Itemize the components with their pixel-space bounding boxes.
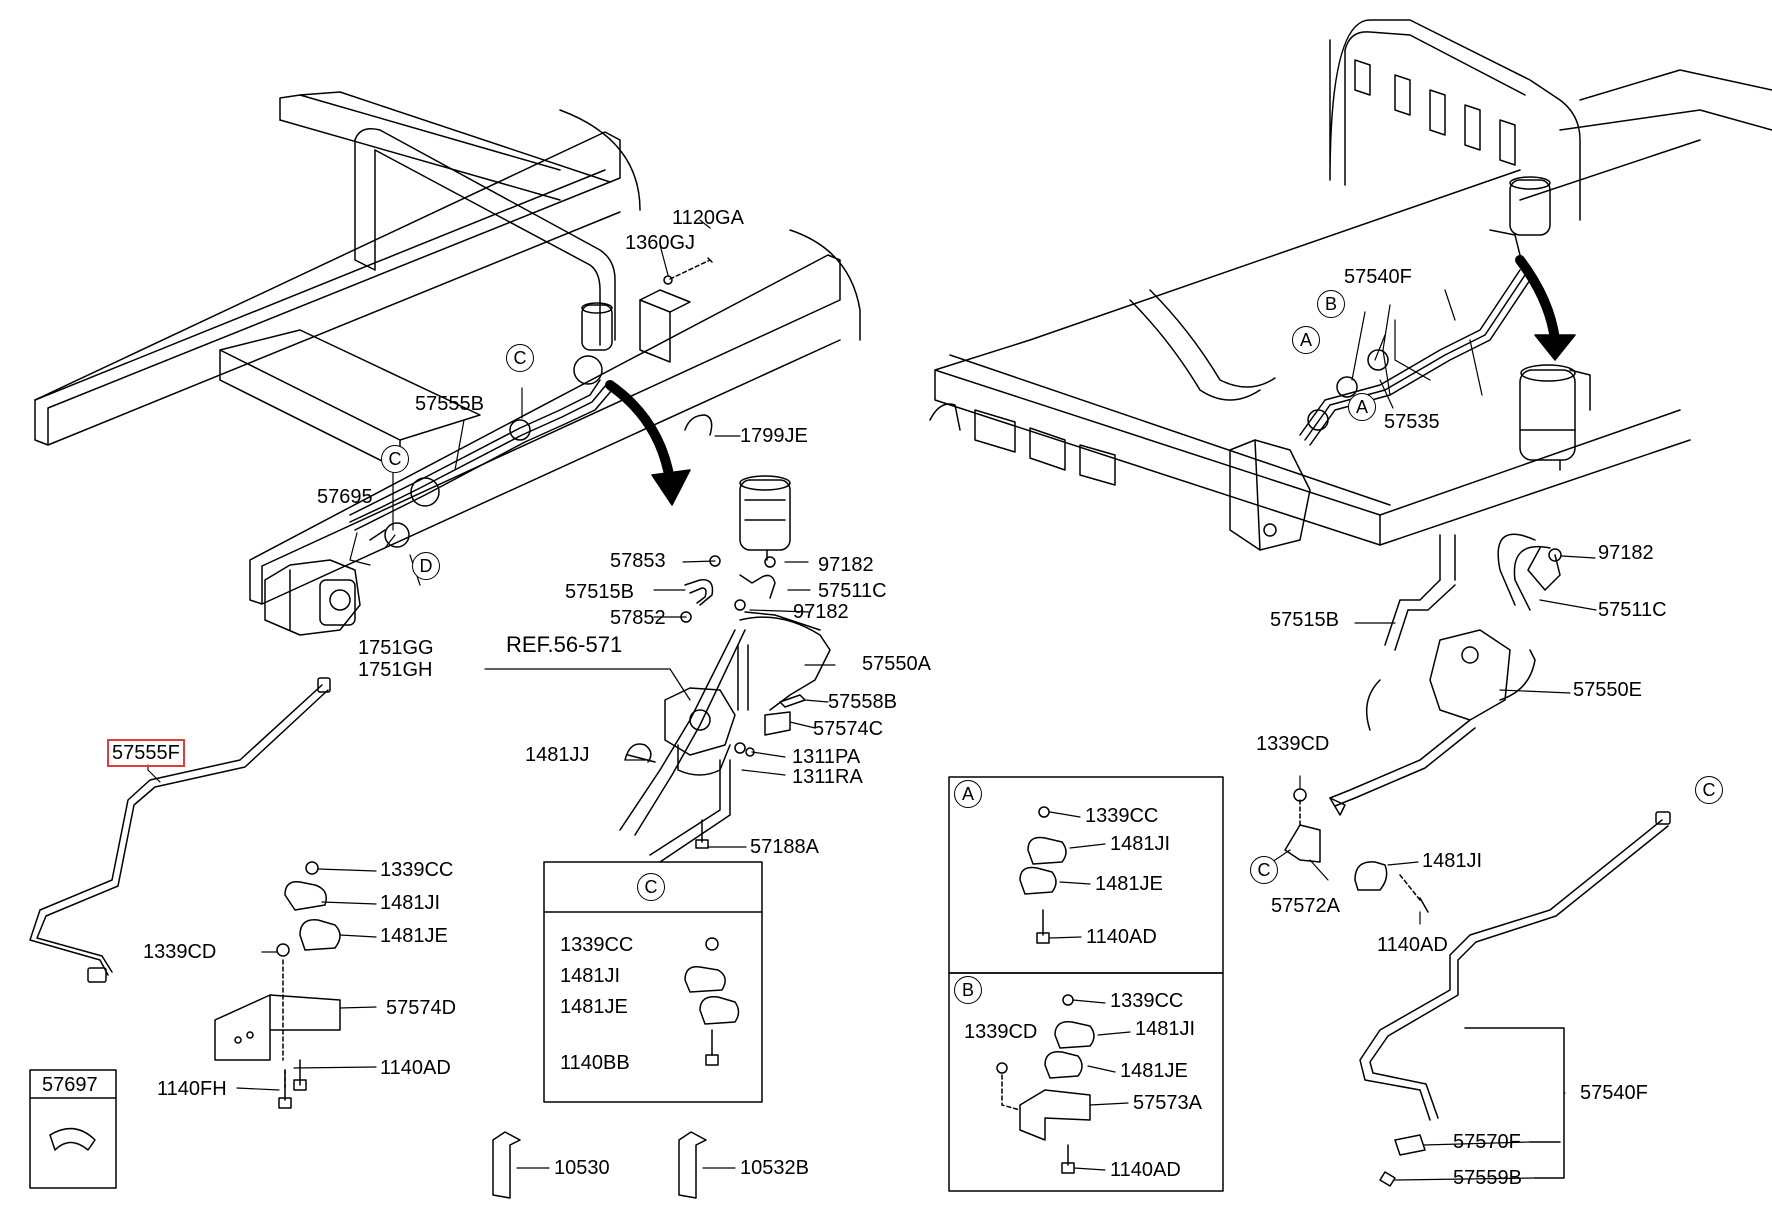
detail-b-label-1481je[interactable]: 1481JE (1120, 1060, 1188, 1082)
part-label-57555f-highlighted[interactable]: 57555F (107, 739, 185, 767)
right-fuel-lines (1299, 269, 1531, 446)
detail-a-label-1481je[interactable]: 1481JE (1095, 873, 1163, 895)
part-box-57697 (29, 1069, 117, 1189)
right-chassis-frame (929, 19, 1772, 546)
left-valve-block (264, 529, 386, 636)
detail-b-label-1140ad[interactable]: 1140AD (1110, 1159, 1181, 1181)
part-label-57558b[interactable]: 57558B (828, 691, 897, 713)
callout-c-right-bracket[interactable]: C (1250, 856, 1278, 884)
part-label-57555b[interactable]: 57555B (415, 393, 484, 415)
bolt-1120ga (663, 257, 713, 285)
part-label-57570f[interactable]: 57570F (1453, 1131, 1521, 1153)
part-label-57852[interactable]: 57852 (610, 607, 666, 629)
detail-box-c (543, 861, 763, 1103)
left-detail-arrow (605, 380, 691, 506)
detail-b-label-1481ji[interactable]: 1481JI (1135, 1018, 1196, 1040)
callout-b-detail-box[interactable]: B (954, 976, 982, 1004)
part-label-57515b-mid[interactable]: 57515B (565, 581, 634, 603)
part-label-57535[interactable]: 57535 (1384, 411, 1440, 433)
part-label-57540f-top[interactable]: 57540F (1344, 266, 1412, 288)
callout-b-right[interactable]: B (1317, 290, 1345, 318)
detail-c-label-1481ji[interactable]: 1481JI (560, 965, 621, 987)
part-label-1751gh[interactable]: 1751GH (358, 659, 433, 681)
detail-a-label-1481ji[interactable]: 1481JI (1110, 833, 1171, 855)
tube-57555f (29, 677, 331, 983)
part-label-1140ad-right[interactable]: 1140AD (1377, 934, 1448, 956)
part-label-57550e[interactable]: 57550E (1573, 679, 1642, 701)
part-label-57515b-right[interactable]: 57515B (1270, 609, 1339, 631)
part-label-1140fh[interactable]: 1140FH (157, 1078, 227, 1100)
detail-a-label-1339cc[interactable]: 1339CC (1085, 805, 1159, 827)
part-label-57188a[interactable]: 57188A (750, 836, 819, 858)
part-label-1481ji-right[interactable]: 1481JI (1422, 850, 1483, 872)
part-label-57572a[interactable]: 57572A (1271, 895, 1340, 917)
part-label-57697[interactable]: 57697 (42, 1074, 98, 1096)
left-fuel-filter (581, 302, 613, 351)
part-label-1481jj[interactable]: 1481JJ (525, 744, 590, 766)
callout-a-right-mid[interactable]: A (1348, 393, 1376, 421)
part-label-57574d[interactable]: 57574D (386, 997, 457, 1019)
part-label-1360gj[interactable]: 1360GJ (625, 232, 696, 254)
left-chassis-frame (34, 91, 861, 605)
callout-c-detail-box[interactable]: C (637, 873, 665, 901)
part-label-1339cd-right[interactable]: 1339CD (1256, 733, 1330, 755)
part-label-1481je-left[interactable]: 1481JE (380, 925, 448, 947)
part-label-57853[interactable]: 57853 (610, 550, 666, 572)
part-label-57511c-right[interactable]: 57511C (1598, 599, 1667, 621)
detail-b-label-57573a[interactable]: 57573A (1133, 1092, 1202, 1114)
left-fuel-lines (349, 355, 613, 548)
part-label-1751gg[interactable]: 1751GG (358, 637, 434, 659)
callout-c-left-mid[interactable]: C (381, 445, 409, 473)
callout-c-left-top[interactable]: C (506, 344, 534, 372)
middle-detail-assembly (619, 475, 831, 863)
part-label-1481ji-left[interactable]: 1481JI (380, 892, 441, 914)
part-label-57540f-bottom[interactable]: 57540F (1580, 1082, 1648, 1104)
part-label-1311ra[interactable]: 1311RA (792, 766, 863, 788)
detail-c-label-1140bb[interactable]: 1140BB (560, 1052, 630, 1074)
tube-57540f-lower (1359, 811, 1671, 1187)
part-label-57550a[interactable]: 57550A (862, 653, 931, 675)
callout-d-left[interactable]: D (412, 552, 440, 580)
detail-c-label-1339cc[interactable]: 1339CC (560, 934, 634, 956)
right-detail-assembly (1284, 364, 1591, 913)
part-label-57511c-mid[interactable]: 57511C (818, 580, 887, 602)
part-label-97182-top[interactable]: 97182 (818, 554, 874, 576)
part-label-57695[interactable]: 57695 (317, 486, 373, 508)
part-label-1120ga[interactable]: 1120GA (672, 207, 744, 229)
part-label-1339cc-left[interactable]: 1339CC (380, 859, 454, 881)
right-detail-arrow (1515, 255, 1576, 361)
detail-c-label-1481je[interactable]: 1481JE (560, 996, 628, 1018)
part-label-10530[interactable]: 10530 (554, 1157, 610, 1179)
callout-a-right-top[interactable]: A (1292, 326, 1320, 354)
part-label-10532b[interactable]: 10532B (740, 1157, 809, 1179)
part-label-1311pa[interactable]: 1311PA (792, 746, 861, 768)
right-fuel-filter-top (1489, 176, 1551, 256)
detail-b-label-1339cc[interactable]: 1339CC (1110, 990, 1184, 1012)
reference-label[interactable]: REF.56-571 (506, 632, 623, 657)
part-label-97182-mid[interactable]: 97182 (793, 601, 849, 623)
bracket-stack-57574d (214, 861, 341, 1109)
part-label-1140ad-left[interactable]: 1140AD (380, 1057, 451, 1079)
part-label-1339cd-left[interactable]: 1339CD (143, 941, 217, 963)
callout-a-detail-box[interactable]: A (954, 780, 982, 808)
part-label-97182-right[interactable]: 97182 (1598, 542, 1654, 564)
part-label-57574c[interactable]: 57574C (813, 718, 884, 740)
clip-1799je (684, 414, 713, 436)
detail-b-label-1339cd[interactable]: 1339CD (964, 1021, 1038, 1043)
part-label-1799je[interactable]: 1799JE (740, 425, 808, 447)
part-label-57559b[interactable]: 57559B (1453, 1167, 1522, 1189)
brackets-10530-10532b (492, 1131, 707, 1199)
detail-a-label-1140ad[interactable]: 1140AD (1086, 926, 1157, 948)
callout-c-right-tube[interactable]: C (1695, 776, 1723, 804)
detail-box-b (948, 972, 1224, 1192)
right-valve-block (1229, 439, 1311, 551)
